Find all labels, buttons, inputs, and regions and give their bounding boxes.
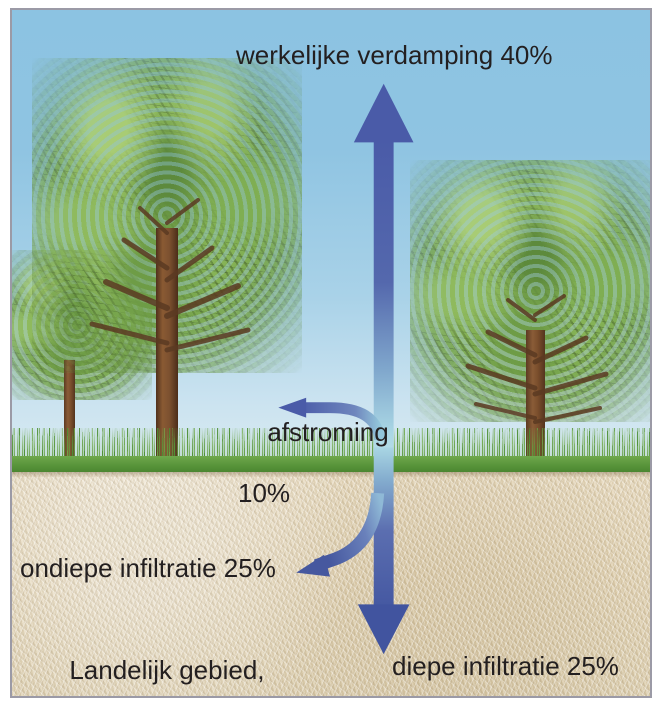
curved-arrow-left-icon <box>278 397 386 441</box>
label-evaporation: werkelijke verdamping 40% <box>236 40 553 70</box>
arrow-down-icon <box>357 447 410 655</box>
diagram-frame: werkelijke verdamping 40% afstroming 10%… <box>10 8 652 698</box>
curved-arrow-left-down-icon <box>296 492 385 577</box>
water-flow-arrows <box>278 83 414 655</box>
label-runoff: afstroming 10% <box>224 386 389 570</box>
label-runoff-value: 10% <box>238 478 291 509</box>
label-runoff-name: afstroming <box>267 416 389 447</box>
label-deep-infiltration: diepe infiltratie 25% <box>392 651 619 681</box>
soil-surface-edge <box>12 472 650 477</box>
label-area-line1: Landelijk gebied, <box>69 654 265 685</box>
label-shallow-infiltration: ondiepe infiltratie 25% <box>20 553 276 583</box>
arrow-up-icon <box>353 83 414 458</box>
grass-base <box>12 456 650 474</box>
soil-layer <box>12 472 650 696</box>
label-area-type: Landelijk gebied, onverhard <box>26 624 265 696</box>
tree-trunk <box>64 360 75 465</box>
